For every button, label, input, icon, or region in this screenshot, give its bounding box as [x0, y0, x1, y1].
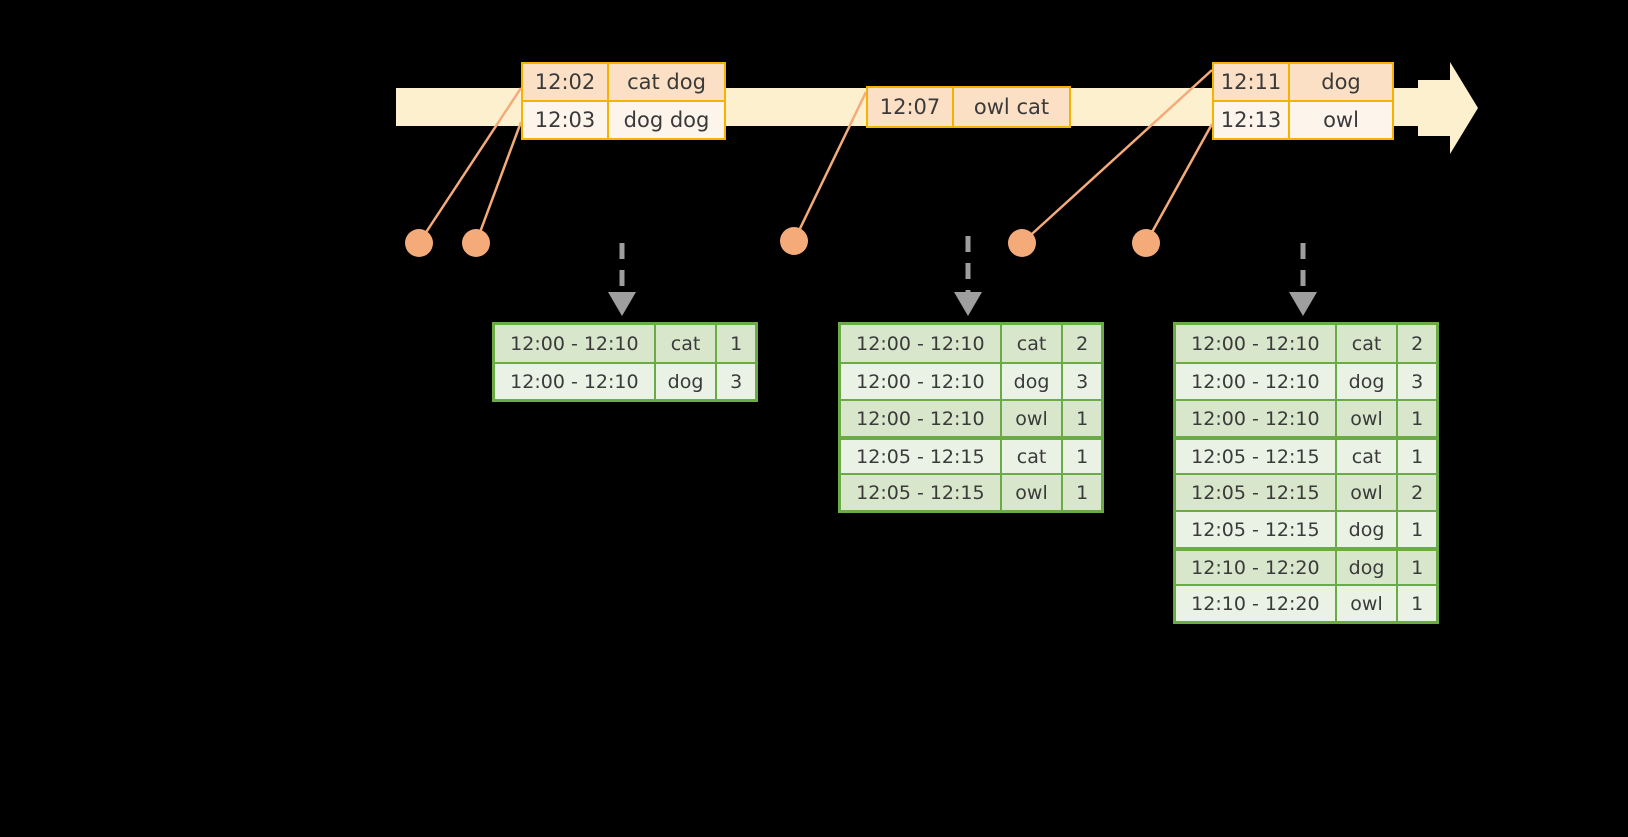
count-cell: 2 [1061, 325, 1101, 362]
table-row: 12:00 - 12:10 dog 3 [495, 362, 755, 399]
table-row: 12:05 - 12:15 cat 1 [841, 436, 1101, 473]
table-row: 12:05 - 12:15 cat 1 [1176, 436, 1436, 473]
table-row: 12:05 - 12:15 owl 2 [1176, 473, 1436, 510]
key-cell: dog [1334, 551, 1397, 584]
table-row: 12:00 - 12:10 owl 1 [1176, 399, 1436, 436]
event-value: owl cat [973, 95, 1050, 119]
event-time: 12:13 [1214, 102, 1290, 138]
timeline-arrowhead [1418, 62, 1478, 154]
event-row: 12:03 dog dog [523, 100, 724, 138]
event-dot [1008, 229, 1036, 257]
event-value: dog dog [623, 108, 710, 132]
event-dot [405, 229, 433, 257]
window-cell: 12:00 - 12:10 [495, 325, 654, 362]
count-cell: 1 [1396, 512, 1436, 547]
window-cell: 12:05 - 12:15 [841, 475, 1000, 510]
key-cell: cat [1334, 325, 1397, 362]
key-cell: owl [999, 475, 1062, 510]
key-cell: owl [1334, 475, 1397, 510]
event-value: owl [1323, 108, 1359, 132]
table-row: 12:00 - 12:10 dog 3 [841, 362, 1101, 399]
event-box-3[interactable]: 12:11 dog 12:13 owl [1212, 62, 1394, 140]
count-cell: 1 [1396, 401, 1436, 436]
window-cell: 12:05 - 12:15 [1176, 475, 1335, 510]
window-cell: 12:00 - 12:10 [1176, 325, 1335, 362]
window-cell: 12:00 - 12:10 [841, 364, 1000, 399]
event-dot [1132, 229, 1160, 257]
table-row: 12:00 - 12:10 cat 1 [495, 325, 755, 362]
table-row: 12:00 - 12:10 cat 2 [841, 325, 1101, 362]
event-value: dog [1321, 70, 1361, 94]
count-cell: 1 [1061, 401, 1101, 436]
event-dot [462, 229, 490, 257]
table-row: 12:05 - 12:15 dog 1 [1176, 510, 1436, 547]
key-cell: owl [999, 401, 1062, 436]
event-row: 12:07 owl cat [868, 88, 1069, 126]
count-cell: 2 [1396, 325, 1436, 362]
count-cell: 1 [1396, 586, 1436, 621]
table-row: 12:00 - 12:10 dog 3 [1176, 362, 1436, 399]
count-cell: 1 [1396, 440, 1436, 473]
key-cell: dog [1334, 512, 1397, 547]
table-row: 12:00 - 12:10 owl 1 [841, 399, 1101, 436]
key-cell: cat [1334, 440, 1397, 473]
window-cell: 12:05 - 12:15 [1176, 512, 1335, 547]
flow-arrow-head [608, 292, 636, 316]
window-cell: 12:00 - 12:10 [1176, 364, 1335, 399]
window-cell: 12:05 - 12:15 [841, 440, 1000, 473]
event-row: 12:11 dog [1214, 64, 1392, 100]
event-time: 12:07 [868, 88, 954, 126]
key-cell: cat [999, 440, 1062, 473]
result-table-3[interactable]: 12:00 - 12:10 cat 2 12:00 - 12:10 dog 3 … [1173, 322, 1439, 624]
key-cell: dog [1334, 364, 1397, 399]
window-cell: 12:00 - 12:10 [841, 401, 1000, 436]
key-cell: dog [653, 364, 716, 399]
result-table-2[interactable]: 12:00 - 12:10 cat 2 12:00 - 12:10 dog 3 … [838, 322, 1104, 513]
count-cell: 1 [715, 325, 755, 362]
flow-arrow-head [1289, 292, 1317, 316]
table-row: 12:10 - 12:20 owl 1 [1176, 584, 1436, 621]
window-cell: 12:05 - 12:15 [1176, 440, 1335, 473]
event-row: 12:02 cat dog [523, 64, 724, 100]
event-value: cat dog [627, 70, 706, 94]
event-row: 12:13 owl [1214, 100, 1392, 138]
event-dot [780, 227, 808, 255]
connector-line [474, 121, 523, 244]
key-cell: dog [999, 364, 1062, 399]
count-cell: 1 [1061, 440, 1101, 473]
window-cell: 12:00 - 12:10 [1176, 401, 1335, 436]
table-row: 12:00 - 12:10 cat 2 [1176, 325, 1436, 362]
count-cell: 1 [1061, 475, 1101, 510]
count-cell: 2 [1396, 475, 1436, 510]
table-row: 12:05 - 12:15 owl 1 [841, 473, 1101, 510]
window-cell: 12:00 - 12:10 [495, 364, 654, 399]
event-box-2[interactable]: 12:07 owl cat [866, 86, 1071, 128]
event-time: 12:03 [523, 102, 609, 138]
count-cell: 3 [1396, 364, 1436, 399]
window-cell: 12:10 - 12:20 [1176, 586, 1335, 621]
key-cell: cat [999, 325, 1062, 362]
window-cell: 12:10 - 12:20 [1176, 551, 1335, 584]
connector-line [1144, 123, 1214, 244]
window-cell: 12:00 - 12:10 [841, 325, 1000, 362]
key-cell: owl [1334, 586, 1397, 621]
count-cell: 3 [715, 364, 755, 399]
table-row: 12:10 - 12:20 dog 1 [1176, 547, 1436, 584]
key-cell: owl [1334, 401, 1397, 436]
key-cell: cat [653, 325, 716, 362]
event-box-1[interactable]: 12:02 cat dog 12:03 dog dog [521, 62, 726, 140]
result-table-1[interactable]: 12:00 - 12:10 cat 1 12:00 - 12:10 dog 3 [492, 322, 758, 402]
event-time: 12:02 [523, 64, 609, 100]
count-cell: 3 [1061, 364, 1101, 399]
event-time: 12:11 [1214, 64, 1290, 100]
flow-arrow-head [954, 292, 982, 316]
count-cell: 1 [1396, 551, 1436, 584]
